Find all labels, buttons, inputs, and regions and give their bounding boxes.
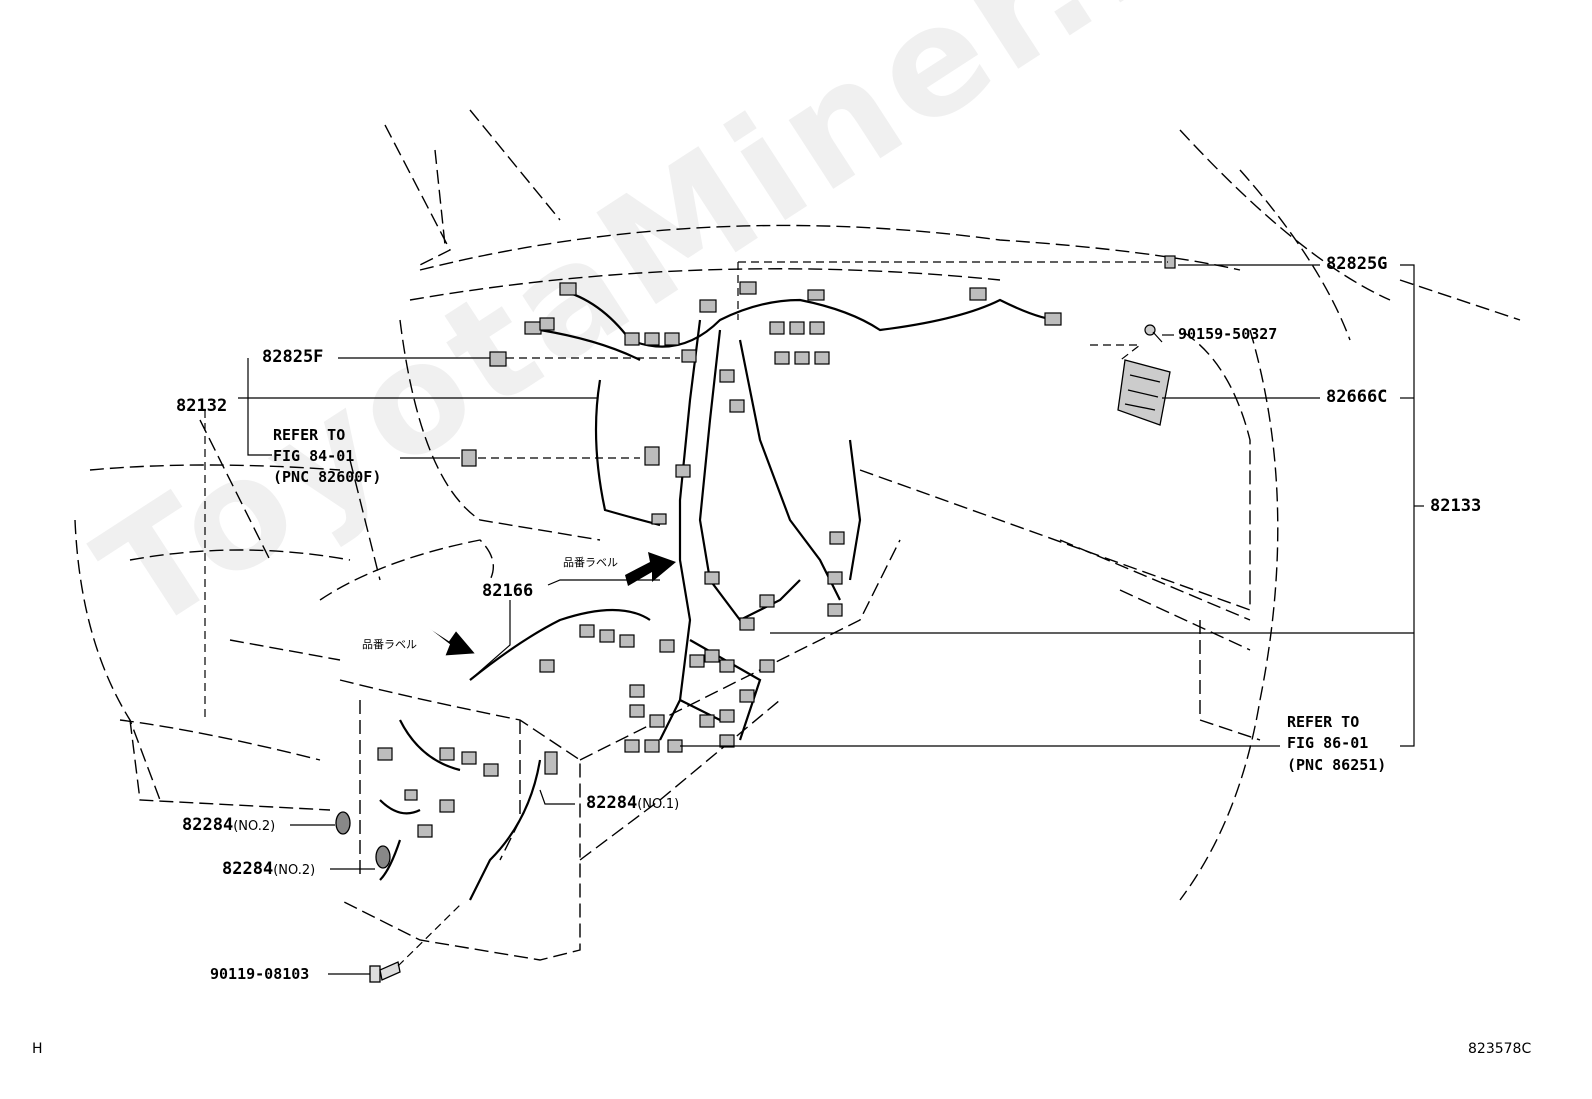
figure-id: 823578C: [1468, 1041, 1532, 1057]
dashed-leaders: [204, 261, 1168, 967]
refer-84-line-2: FIG 84-01: [273, 447, 355, 465]
label-arrow-1: [625, 552, 676, 586]
part-90119-08103: 90119-08103: [210, 965, 310, 983]
vehicle-outline: [74, 109, 1521, 961]
refer-84-line-1: REFER TO: [273, 426, 346, 444]
connector-group: [377, 255, 1176, 838]
corner-code-left: H: [32, 1041, 43, 1057]
part-82284-no2-a-suffix: (NO.2): [233, 819, 276, 834]
part-82284-no1: 82284(NO.1): [586, 795, 679, 812]
part-82284-no1-suffix: (NO.1): [637, 797, 680, 812]
part-82166: 82166: [482, 581, 534, 601]
part-82666C: 82666C: [1326, 387, 1388, 407]
refer-86-line-2: FIG 86-01: [1287, 734, 1369, 752]
part-82284-no2-b-number: 82284: [222, 859, 274, 879]
grommet-group: [335, 811, 391, 869]
refer-86-line-1: REFER TO: [1287, 713, 1360, 731]
part-82133: 82133: [1430, 496, 1482, 516]
ecu-bracket: [1117, 359, 1171, 426]
part-82132: 82132: [176, 396, 228, 416]
screw: [1144, 324, 1163, 343]
label-arrow-2: [428, 627, 475, 656]
part-82284-no2-a: 82284(NO.2): [182, 817, 275, 834]
part-82825G: 82825G: [1326, 254, 1388, 274]
part-90159-50327: 90159-50327: [1178, 325, 1278, 343]
refer-86-line-3: (PNC 86251): [1287, 756, 1387, 774]
part-82284-no2-b: 82284(NO.2): [222, 861, 315, 878]
part-82284-no2-b-suffix: (NO.2): [273, 863, 316, 878]
part-82284-no2-a-number: 82284: [182, 815, 234, 835]
leader-lines: [238, 264, 1424, 975]
bolt: [369, 961, 401, 983]
part-number-label-2: 品番ラベル: [362, 638, 417, 651]
part-82825F: 82825F: [262, 347, 324, 367]
part-number-label-1: 品番ラベル: [563, 556, 618, 569]
refer-84-line-3: (PNC 82600F): [273, 468, 382, 486]
part-82284-no1-number: 82284: [586, 793, 638, 813]
